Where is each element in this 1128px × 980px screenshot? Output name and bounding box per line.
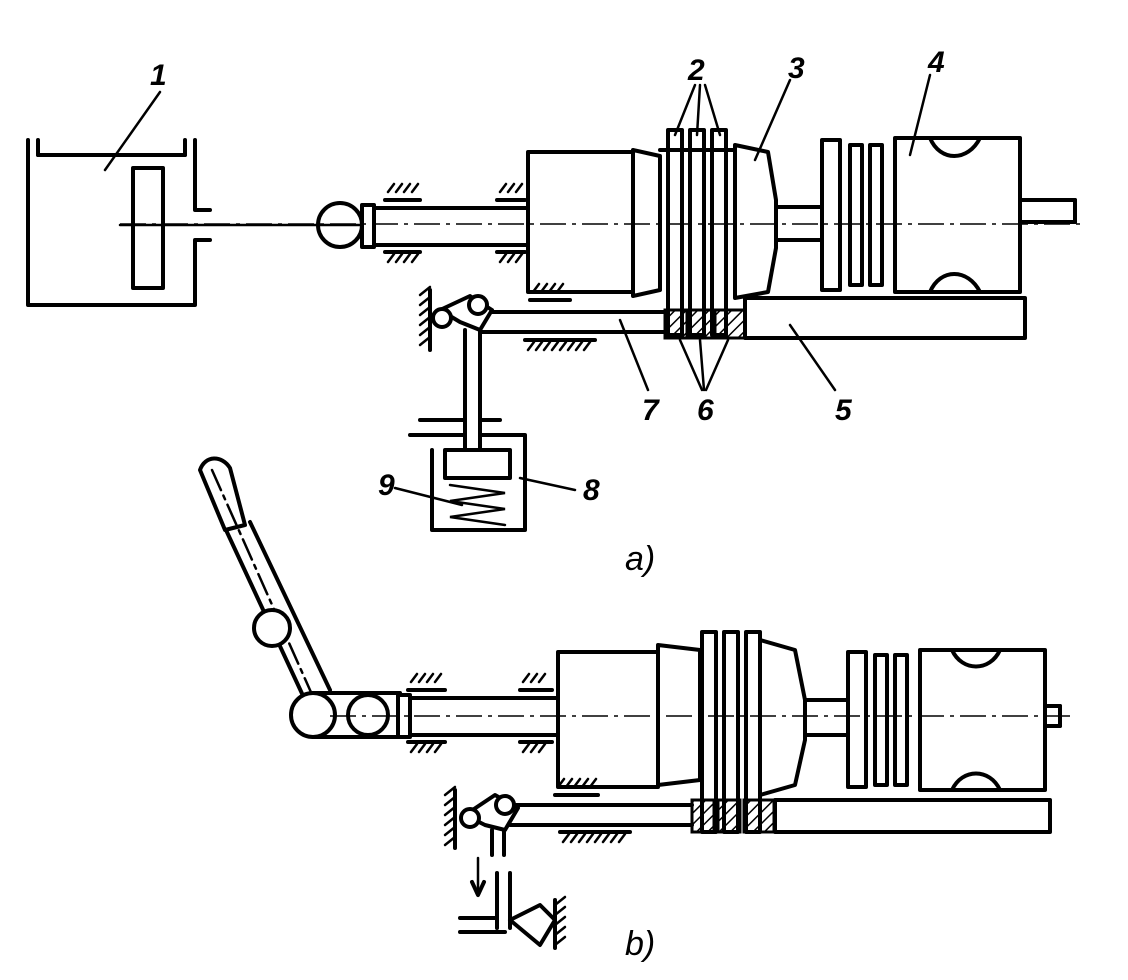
- gearbox-b: [846, 648, 1062, 792]
- gearbox: [820, 136, 1077, 294]
- hatched-pistons: [663, 308, 747, 340]
- push-rod-b: [508, 777, 694, 844]
- drum-flange-b: [656, 643, 702, 787]
- label-2: 2: [687, 54, 705, 87]
- drum-flange: [631, 148, 662, 298]
- figure-a: 1 2 3 4 5 6 7 8 9 a): [26, 46, 1085, 578]
- friction-discs: [658, 128, 737, 337]
- caption-b: b): [625, 925, 655, 963]
- coupling-housing: [26, 138, 332, 307]
- bearing-supports-a: [383, 182, 527, 264]
- spring-cylinder: [408, 418, 527, 532]
- push-rod: [478, 282, 667, 352]
- label-1: 1: [150, 59, 167, 92]
- caption-a: a): [625, 540, 655, 578]
- bell-crank: [418, 285, 494, 422]
- label-9: 9: [378, 469, 395, 502]
- pressure-plate-b: [758, 638, 807, 797]
- bearing-supports-b: [406, 672, 554, 754]
- label-3: 3: [788, 52, 805, 85]
- pressure-plate: [733, 143, 778, 300]
- label-7: 7: [642, 394, 660, 427]
- base-frame-b: [773, 798, 1052, 834]
- input-shaft: [316, 201, 532, 249]
- pedal-linkage: [458, 856, 567, 950]
- bell-crank-b: [443, 785, 520, 857]
- clutch-drum-b: [556, 650, 660, 789]
- label-6: 6: [697, 394, 714, 427]
- control-lever: [198, 456, 412, 739]
- leader-lines-a: [103, 73, 932, 507]
- base-frame: [743, 296, 1027, 340]
- clutch-drum: [526, 150, 635, 294]
- label-8: 8: [583, 474, 600, 507]
- label-4: 4: [927, 46, 945, 79]
- hatched-pistons-b: [690, 798, 776, 834]
- label-5: 5: [835, 394, 853, 427]
- figure-b: b): [198, 456, 1072, 963]
